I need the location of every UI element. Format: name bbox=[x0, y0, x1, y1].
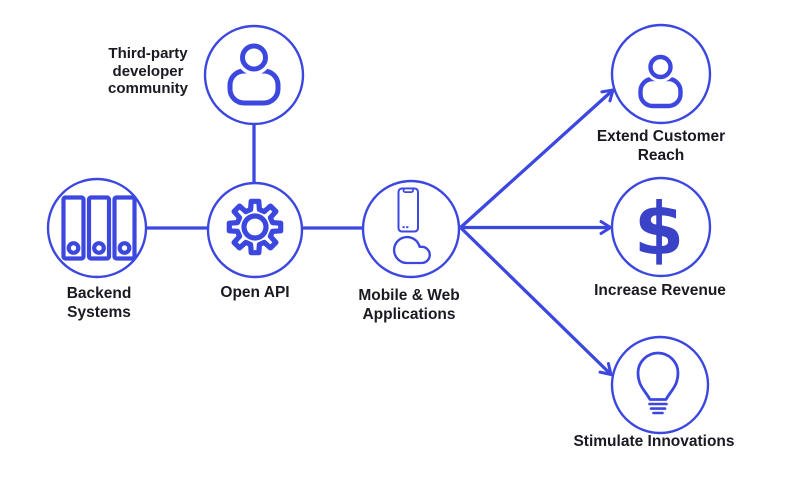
smartphone-icon bbox=[397, 187, 419, 233]
label-line: Stimulate Innovations bbox=[573, 433, 735, 450]
stimulate-innovations-label: Stimulate Innovations bbox=[573, 433, 734, 452]
extend-reach-label: Extend Customer Reach bbox=[597, 128, 725, 165]
lightbulb-icon bbox=[636, 351, 680, 415]
label-line: community bbox=[107, 80, 189, 97]
user-icon bbox=[638, 51, 683, 109]
label-line: Open API bbox=[220, 284, 290, 301]
arrow-to-extend-reach bbox=[459, 88, 616, 229]
label-line: Applications bbox=[362, 305, 456, 323]
mobile-web-label: Mobile & Web Applications bbox=[358, 287, 459, 324]
backend-systems-label: Backend Systems bbox=[67, 285, 132, 322]
user-icon bbox=[227, 40, 281, 106]
open-api-label: Open API bbox=[220, 284, 289, 303]
label-line: Systems bbox=[67, 303, 131, 321]
server-binders-icon bbox=[61, 195, 137, 261]
third-party-label: Third-party developer community bbox=[108, 45, 188, 98]
label-line: developer bbox=[112, 62, 184, 80]
label-line: Increase Revenue bbox=[594, 282, 726, 299]
label-line: Backend bbox=[66, 285, 132, 302]
increase-revenue-circle bbox=[610, 176, 712, 278]
dollar-icon: $ bbox=[634, 187, 684, 271]
label-line: Mobile & Web bbox=[358, 287, 460, 304]
label-line: Reach bbox=[637, 146, 685, 164]
label-line: Extend Customer bbox=[596, 128, 726, 145]
arrow-to-stimulate-innovations bbox=[459, 226, 614, 377]
label-line: Third-party bbox=[108, 45, 188, 62]
cloud-icon bbox=[392, 235, 431, 265]
open-api-circle bbox=[206, 181, 304, 279]
mobile-web-circle bbox=[361, 179, 461, 279]
gear-icon bbox=[226, 198, 284, 256]
increase-revenue-label: Increase Revenue bbox=[594, 282, 726, 301]
stimulate-innovations-circle bbox=[610, 335, 710, 435]
